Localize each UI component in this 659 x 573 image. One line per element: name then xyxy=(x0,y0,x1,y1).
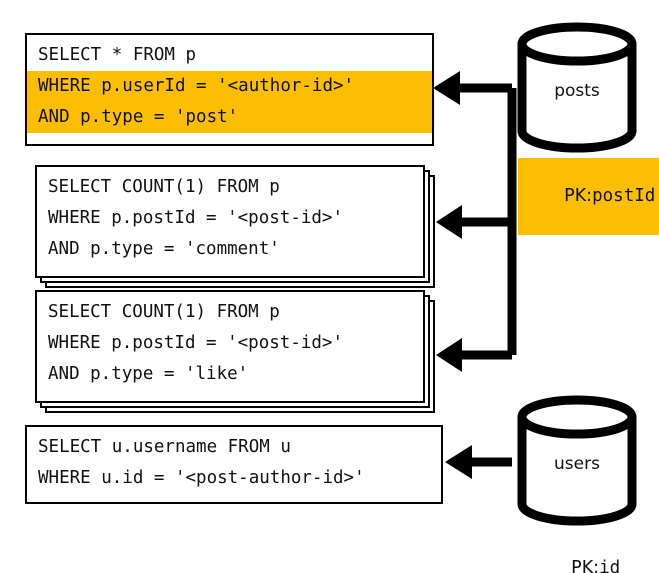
pk-prefix: PK: xyxy=(571,558,600,573)
pk-prefix: PK: xyxy=(564,186,593,206)
connector-posts-to-posts-by-author xyxy=(433,71,512,105)
query-lines: SELECT * FROM p WHERE p.userId = '<autho… xyxy=(27,35,432,138)
query-line-highlighted: WHERE p.userId = '<author-id>' xyxy=(27,71,432,102)
query-line: AND p.type = 'like' xyxy=(48,364,249,384)
query-box-posts-by-author[interactable]: SELECT * FROM p WHERE p.userId = '<autho… xyxy=(25,33,434,146)
query-line: SELECT COUNT(1) FROM p xyxy=(48,302,280,322)
query-box-username-lookup[interactable]: SELECT u.username FROM u WHERE u.id = '<… xyxy=(25,425,443,504)
connector-posts-to-like-count xyxy=(436,338,512,372)
query-box-comment-count[interactable]: SELECT COUNT(1) FROM p WHERE p.postId = … xyxy=(35,165,425,278)
connector-posts-to-comment-count xyxy=(436,205,512,239)
datastore-label-users: users xyxy=(554,454,600,474)
pk-value: postId xyxy=(592,186,656,206)
primary-key-label-posts: PK:postId xyxy=(518,158,659,235)
query-line: WHERE p.postId = '<post-id>' xyxy=(48,333,344,353)
connector-users-to-username-lookup xyxy=(445,445,512,479)
query-box-like-count[interactable]: SELECT COUNT(1) FROM p WHERE p.postId = … xyxy=(35,290,425,403)
query-lines: SELECT COUNT(1) FROM p WHERE p.postId = … xyxy=(37,292,423,395)
primary-key-label-users: PK:id xyxy=(529,531,620,573)
query-lines: SELECT u.username FROM u WHERE u.id = '<… xyxy=(27,427,441,499)
cylinder-icon xyxy=(517,22,637,153)
pk-value: id xyxy=(599,558,621,573)
datastore-cylinder-posts[interactable]: posts xyxy=(516,20,638,155)
query-line: WHERE p.postId = '<post-id>' xyxy=(48,208,344,228)
query-line-highlighted: AND p.type = 'post' xyxy=(27,102,432,133)
cylinder-icon xyxy=(517,395,637,526)
query-line: WHERE u.id = '<post-author-id>' xyxy=(38,468,365,488)
query-line: SELECT u.username FROM u xyxy=(38,437,291,457)
query-line: SELECT * FROM p xyxy=(38,45,197,65)
query-line: AND p.type = 'comment' xyxy=(48,239,280,259)
datastore-label-posts: posts xyxy=(554,81,600,101)
datastore-cylinder-users[interactable]: users xyxy=(516,393,638,528)
query-lines: SELECT COUNT(1) FROM p WHERE p.postId = … xyxy=(37,167,423,270)
query-line: SELECT COUNT(1) FROM p xyxy=(48,177,280,197)
